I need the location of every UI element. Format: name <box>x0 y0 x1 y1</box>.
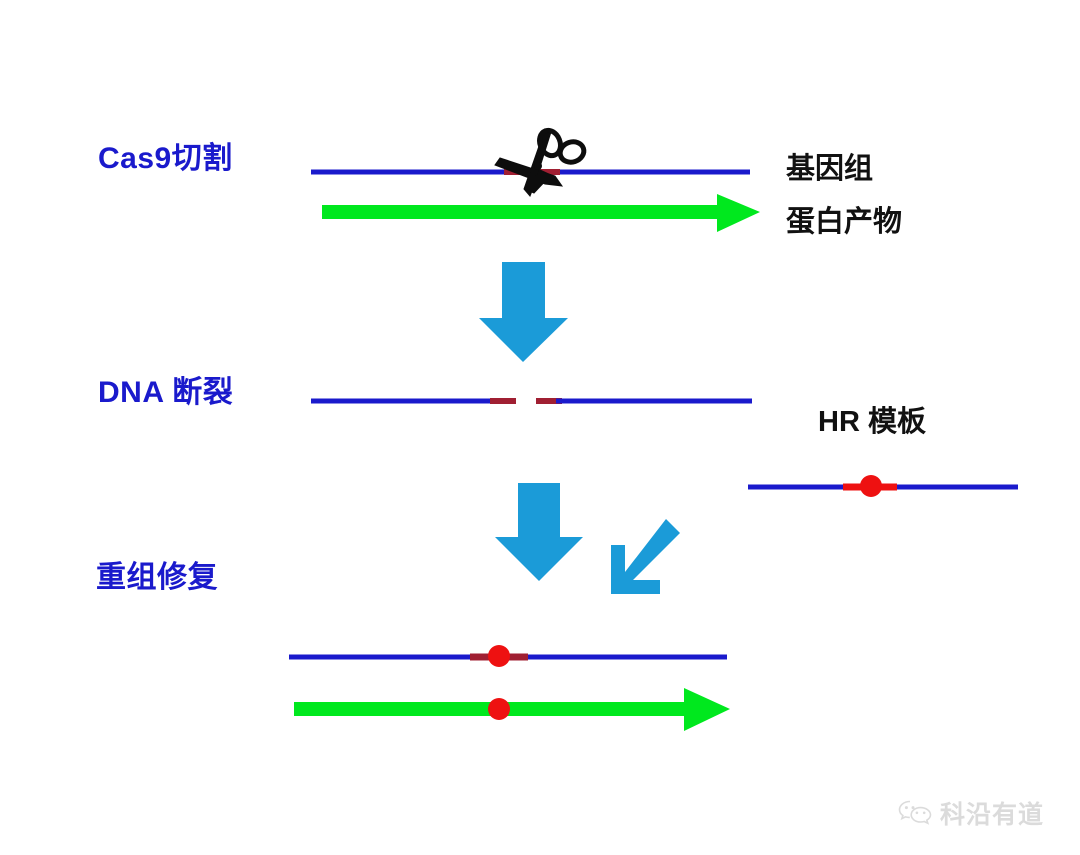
diagonal-arrow-shape <box>611 519 680 594</box>
stage-label-dna-break: DNA 断裂 <box>98 376 234 409</box>
hr-template-insert-marker <box>860 475 882 497</box>
scissors-handle-right <box>557 139 587 165</box>
repaired-protein-arrow <box>294 688 730 731</box>
down-arrow-icon-2 <box>495 483 583 581</box>
side-label-protein-product: 蛋白产物 <box>786 206 903 238</box>
wechat-bubble-large <box>898 800 911 821</box>
watermark-text: 科沿有道 <box>940 801 1045 829</box>
repaired-protein-insert-marker <box>488 698 510 720</box>
scissors-shaft <box>526 169 552 194</box>
repaired-protein-arrow-head <box>684 688 730 731</box>
wechat-eye-1 <box>904 806 908 810</box>
side-label-genome: 基因组 <box>786 153 874 185</box>
wechat-bubble-small <box>910 806 932 825</box>
wechat-eye-4 <box>922 811 926 815</box>
down-arrow-icon-1 <box>479 262 568 362</box>
side-label-hr-template: HR 模板 <box>818 406 926 438</box>
scissors-icon <box>494 127 587 197</box>
wechat-eye-3 <box>915 811 919 815</box>
diagonal-down-left-arrow-icon <box>611 519 680 594</box>
protein-arrow-head <box>717 194 760 232</box>
scissors-handle-upper <box>537 127 563 159</box>
stage-label-cas9-cut: Cas9切割 <box>98 142 233 175</box>
stage-label-recombination-repair: 重组修复 <box>96 561 218 594</box>
down-arrow-shape <box>495 483 583 581</box>
repaired-genome-line <box>289 645 727 667</box>
scissors-rivet <box>534 162 542 170</box>
protein-arrow-top <box>322 194 760 232</box>
down-arrow-shape <box>479 262 568 362</box>
repaired-insert-marker <box>488 645 510 667</box>
watermark: 科沿有道 <box>898 795 1044 831</box>
wechat-eye-2 <box>911 806 915 810</box>
wechat-icon <box>898 800 932 825</box>
hr-template-line <box>748 475 1018 497</box>
